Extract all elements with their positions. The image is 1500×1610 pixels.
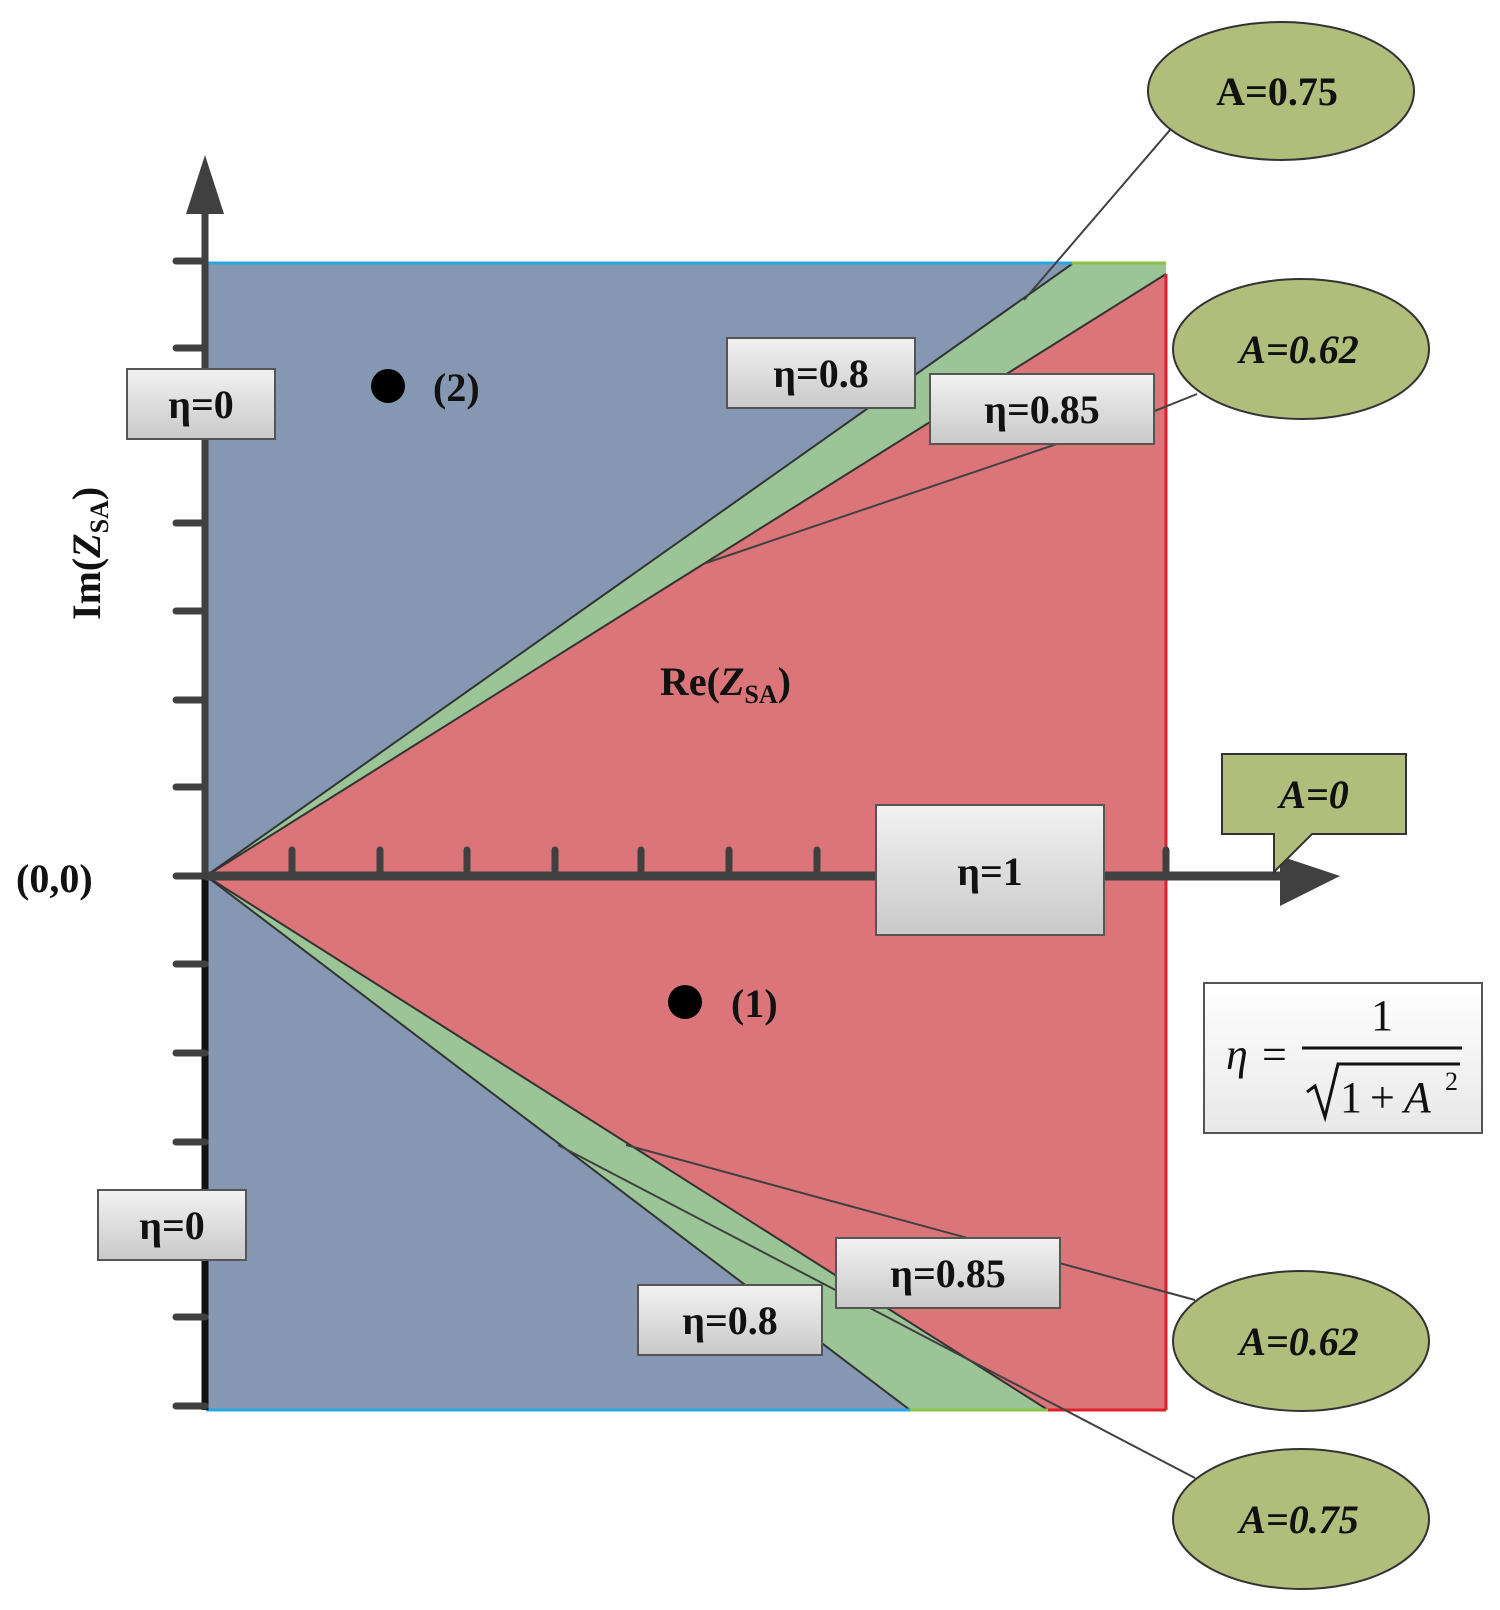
eta-label-top-zero: η=0 bbox=[126, 368, 276, 440]
formula-sqrt-sign bbox=[1306, 1062, 1460, 1123]
eta-label-top-085: η=0.85 bbox=[929, 373, 1155, 445]
eta-label-one: η=1 bbox=[875, 804, 1105, 936]
eta-label-bottom-08: η=0.8 bbox=[637, 1284, 823, 1356]
formula-var: A bbox=[1401, 1073, 1432, 1122]
svg-text:A=0.75: A=0.75 bbox=[1236, 1497, 1358, 1542]
eta-label-bottom-zero: η=0 bbox=[97, 1189, 247, 1261]
connector-bottom-075 bbox=[557, 1144, 1196, 1479]
x-axis-arrow bbox=[1280, 856, 1340, 906]
svg-text:η=0.85: η=0.85 bbox=[984, 387, 1100, 432]
callout-connectors bbox=[557, 129, 1198, 1479]
svg-text:η=1: η=1 bbox=[957, 849, 1023, 894]
lower-eta085-line bbox=[205, 875, 1049, 1411]
svg-text:A=0.62: A=0.62 bbox=[1236, 1319, 1358, 1364]
formula-equals: = bbox=[1262, 1030, 1287, 1079]
connector-bottom-062 bbox=[625, 1144, 1196, 1301]
point-2-marker bbox=[371, 369, 405, 403]
svg-text:η=0.8: η=0.8 bbox=[682, 1298, 778, 1343]
point-2-label: (2) bbox=[433, 365, 480, 410]
efficiency-formula: η = 1 1 + A 2 bbox=[1203, 982, 1483, 1134]
x-axis-label: Re(ZSA) bbox=[660, 659, 791, 709]
eta-label-bottom-085: η=0.85 bbox=[835, 1237, 1061, 1309]
svg-text:η=0: η=0 bbox=[139, 1203, 205, 1248]
point-1-label: (1) bbox=[731, 981, 778, 1026]
y-axis-arrow bbox=[186, 155, 224, 214]
upper-eta08-line bbox=[205, 263, 1073, 877]
a-ellipse-bottom-062: A=0.62 bbox=[1172, 1270, 1430, 1412]
formula-exponent: 2 bbox=[1445, 1067, 1458, 1096]
point-1-marker bbox=[668, 985, 702, 1019]
resistive-region bbox=[206, 274, 1166, 1410]
svg-text:A=0.75: A=0.75 bbox=[1216, 69, 1338, 114]
a-ellipse-top-062: A=0.62 bbox=[1172, 278, 1430, 420]
svg-text:η=0.8: η=0.8 bbox=[773, 351, 869, 396]
svg-text:η=0: η=0 bbox=[168, 382, 234, 427]
eta-label-top-08: η=0.8 bbox=[726, 337, 916, 409]
y-axis-label: Im(ZSA) bbox=[64, 487, 114, 620]
svg-text:η=0.85: η=0.85 bbox=[890, 1251, 1006, 1296]
a-zero-callout: A=0 bbox=[1221, 753, 1407, 875]
origin-label: (0,0) bbox=[16, 856, 93, 901]
formula-plus: + bbox=[1370, 1073, 1395, 1122]
formula-eta: η bbox=[1226, 1030, 1248, 1079]
svg-text:A=0.62: A=0.62 bbox=[1236, 327, 1358, 372]
x-axis-ticks bbox=[288, 846, 1170, 880]
upper-transition-region bbox=[206, 264, 1166, 876]
connector-top-062 bbox=[705, 393, 1198, 564]
svg-text:A=0: A=0 bbox=[1276, 772, 1348, 817]
connector-top-075 bbox=[1023, 129, 1171, 301]
a-ellipse-bottom-075: A=0.75 bbox=[1172, 1448, 1430, 1590]
formula-denominator-one: 1 bbox=[1340, 1073, 1362, 1122]
a-ellipse-top-075: A=0.75 bbox=[1147, 21, 1415, 161]
formula-numerator: 1 bbox=[1371, 991, 1393, 1040]
